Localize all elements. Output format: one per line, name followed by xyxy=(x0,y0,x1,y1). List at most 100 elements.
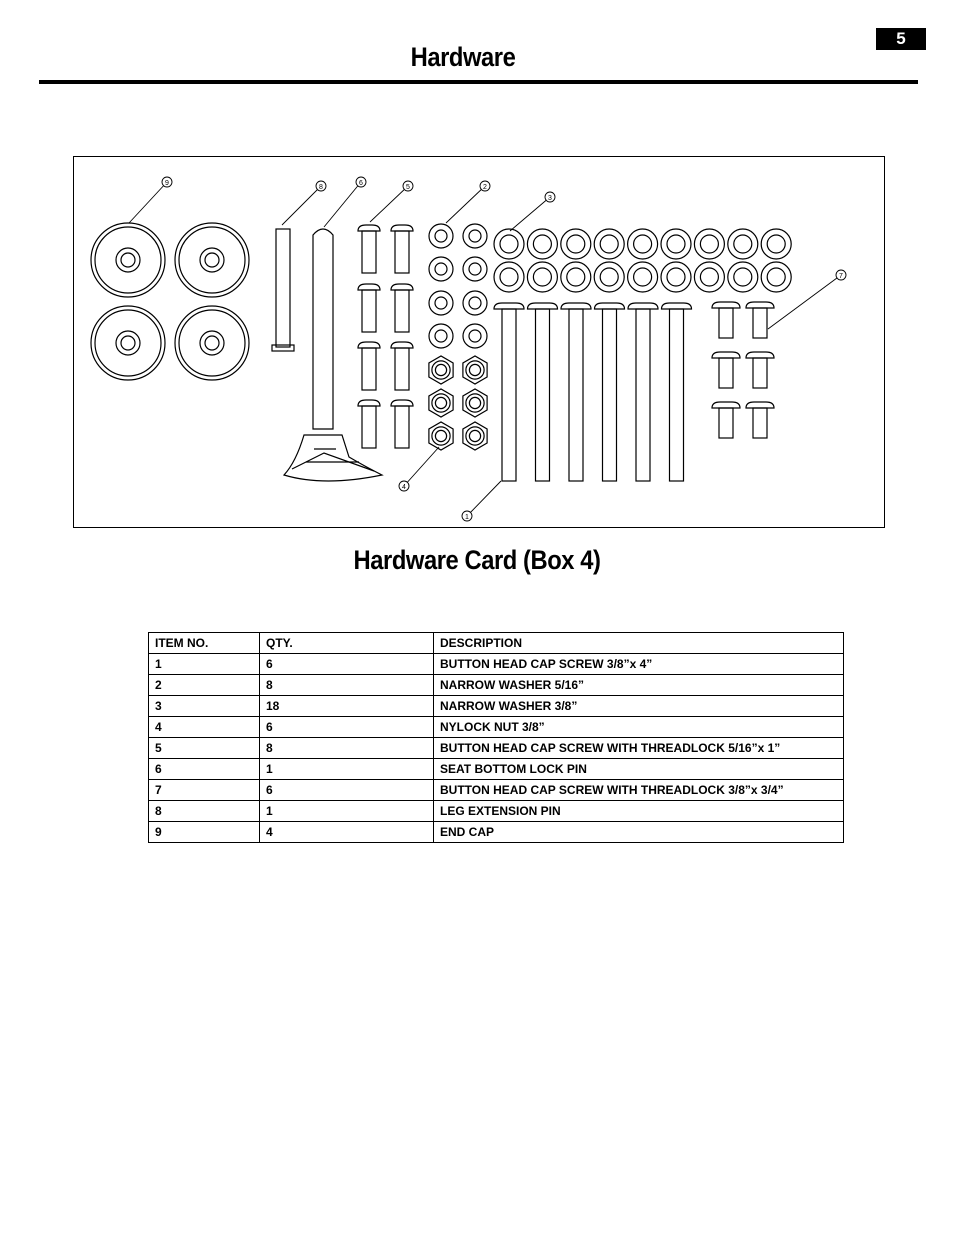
callout-number: 8 xyxy=(319,184,323,191)
nylock-nut-icon xyxy=(462,388,488,418)
nylock-nut-icon xyxy=(462,421,488,451)
screw-3-8-short-icon xyxy=(745,301,775,309)
cell-description: BUTTON HEAD CAP SCREW WITH THREADLOCK 5/… xyxy=(433,737,844,759)
callout-circle xyxy=(479,180,491,192)
nut-hole xyxy=(434,396,448,410)
table-header-row: ITEM NO. QTY. DESCRIPTION xyxy=(148,632,844,654)
washer-hole xyxy=(666,234,686,254)
cell-description: END CAP xyxy=(433,821,844,843)
washer-hole xyxy=(468,329,482,343)
washer-3-8-icon xyxy=(493,261,525,293)
washer-3-8-icon xyxy=(493,228,525,260)
washer-hole xyxy=(699,234,720,254)
washer-hole xyxy=(733,267,753,287)
cell-qty: 6 xyxy=(259,779,434,801)
screw-5-16-icon xyxy=(357,224,381,232)
nut-ring xyxy=(431,426,451,446)
callout-number: 9 xyxy=(165,180,169,187)
nylock-nut-icon xyxy=(428,355,454,385)
cell-description: NARROW WASHER 3/8” xyxy=(433,695,844,717)
screw-3-8-short-icon-shank xyxy=(752,307,768,339)
long-cap-screw-icon-shank xyxy=(635,308,651,482)
screw-5-16-icon-shank xyxy=(361,230,377,274)
washer-5-16-icon xyxy=(428,256,454,282)
long-cap-screw-icon xyxy=(526,302,559,310)
screw-5-16-icon-shank xyxy=(394,230,410,274)
washer-3-8-icon xyxy=(760,261,792,293)
screw-3-8-short-icon-shank xyxy=(718,407,734,439)
header-description: DESCRIPTION xyxy=(433,632,844,654)
screw-3-8-short-icon xyxy=(711,401,741,409)
cell-item-no: 4 xyxy=(148,716,260,738)
nut-hole xyxy=(468,429,482,443)
screw-5-16-icon-shank xyxy=(361,405,377,449)
cell-description: NARROW WASHER 5/16” xyxy=(433,674,844,696)
long-cap-screw-icon xyxy=(627,302,659,310)
long-cap-screw-icon xyxy=(560,302,592,310)
screw-5-16-icon xyxy=(390,341,414,349)
cell-item-no: 5 xyxy=(148,737,260,759)
washer-hole xyxy=(434,229,448,243)
end-cap-rim xyxy=(94,309,162,377)
callout-leader xyxy=(281,185,322,226)
washer-hole xyxy=(766,234,786,254)
screw-5-16-icon-shank xyxy=(361,347,377,391)
washer-hole xyxy=(632,267,653,287)
washer-3-8-icon xyxy=(560,228,592,260)
washer-5-16-icon xyxy=(462,290,488,316)
washer-3-8-icon xyxy=(526,228,558,260)
washer-hole xyxy=(434,296,448,310)
cell-description: BUTTON HEAD CAP SCREW WITH THREADLOCK 3/… xyxy=(433,779,844,801)
nut-ring xyxy=(465,360,485,380)
screw-3-8-short-icon xyxy=(745,401,775,409)
cell-item-no: 1 xyxy=(148,653,260,675)
screw-3-8-short-icon-shank xyxy=(718,307,734,339)
screw-3-8-short-icon xyxy=(745,351,775,359)
screw-3-8-short-icon-shank xyxy=(752,407,768,439)
end-cap-hub xyxy=(115,247,141,273)
cell-description: LEG EXTENSION PIN xyxy=(433,800,844,822)
screw-5-16-icon-shank xyxy=(394,405,410,449)
washer-hole xyxy=(532,234,552,254)
callout-leader xyxy=(445,185,486,224)
washer-3-8-icon xyxy=(593,261,625,293)
cell-qty: 1 xyxy=(259,800,434,822)
end-cap-hole xyxy=(204,335,220,351)
washer-3-8-icon xyxy=(760,228,792,260)
long-cap-screw-icon-shank xyxy=(668,308,685,482)
screw-5-16-icon-shank xyxy=(394,347,410,391)
washer-hole xyxy=(766,267,786,287)
washer-5-16-icon xyxy=(428,323,454,349)
cell-qty: 6 xyxy=(259,653,434,675)
washer-3-8-icon xyxy=(693,261,726,293)
nut-ring xyxy=(431,360,451,380)
screw-3-8-short-icon xyxy=(711,351,741,359)
callout-circle xyxy=(355,176,367,188)
cell-qty: 1 xyxy=(259,758,434,780)
washer-5-16-icon xyxy=(428,290,454,316)
nylock-nut-icon xyxy=(462,355,488,385)
cell-description: BUTTON HEAD CAP SCREW 3/8”x 4” xyxy=(433,653,844,675)
callout-number: 7 xyxy=(839,273,843,280)
callout-number: 1 xyxy=(465,514,469,521)
washer-3-8-icon xyxy=(526,261,558,293)
nut-hole xyxy=(468,396,482,410)
washer-hole xyxy=(699,267,720,287)
washer-hole xyxy=(499,267,519,287)
callout-circle xyxy=(398,480,410,492)
header-item-no: ITEM NO. xyxy=(148,632,260,654)
end-cap-rim xyxy=(94,226,162,294)
callout-number: 5 xyxy=(406,184,410,191)
end-cap-hub xyxy=(199,247,225,273)
end-cap-hole xyxy=(120,252,136,268)
washer-hole xyxy=(499,234,519,254)
callout-leader xyxy=(509,196,551,232)
washer-hole xyxy=(434,329,448,343)
cell-qty: 8 xyxy=(259,674,434,696)
